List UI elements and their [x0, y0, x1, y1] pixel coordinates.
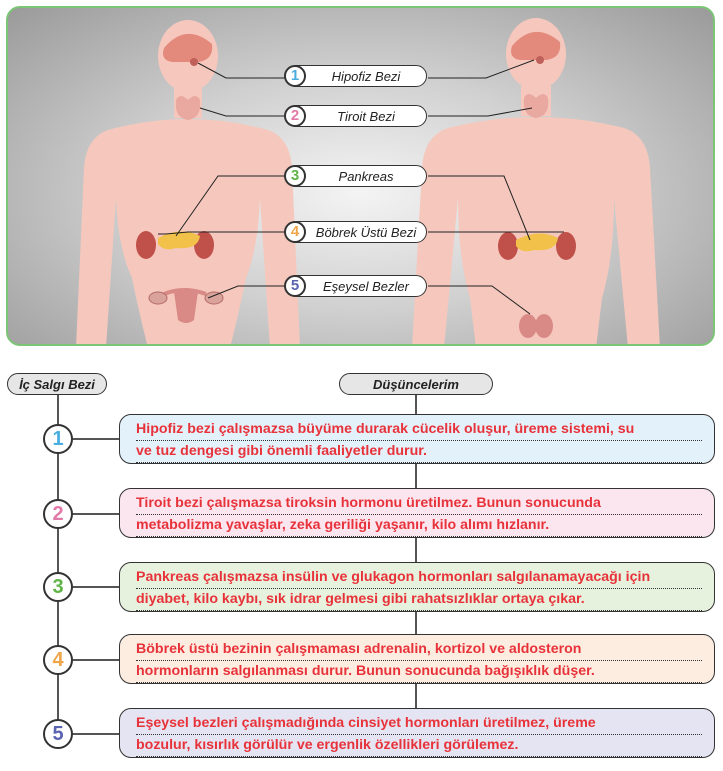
row-number-1: 1 — [43, 424, 73, 454]
header-thoughts: Düşüncelerim — [339, 373, 493, 395]
row-number-3: 3 — [43, 572, 73, 602]
thought-box-3: Pankreas çalışmazsa insülin ve glukagon … — [119, 562, 715, 612]
row-number-4: 4 — [43, 645, 73, 675]
row-number-2: 2 — [43, 499, 73, 529]
gland-name: Tiroit Bezi — [337, 108, 395, 124]
male-kidneys-pancreas — [498, 232, 576, 260]
pancreas-icon — [158, 231, 200, 250]
gland-number: 4 — [284, 220, 306, 243]
gland-label-5: 5 Eşeysel Bezler — [284, 274, 427, 297]
row-number-5: 5 — [43, 719, 73, 749]
testes-icon — [519, 314, 553, 338]
thought-line: ve tuz dengesi gibi önemli faaliyetler d… — [136, 441, 702, 463]
thought-box-5: Eşeysel bezleri çalışmadığında cinsiyet … — [119, 708, 715, 758]
gland-label-2: 2 Tiroit Bezi — [284, 104, 427, 127]
thought-line: hormonların salgılanması durur. Bunun so… — [136, 661, 702, 683]
gland-number: 3 — [284, 164, 306, 187]
gland-name: Eşeysel Bezler — [323, 278, 409, 294]
row-connector — [72, 513, 120, 515]
thought-line: diyabet, kilo kaybı, sık idrar gelmesi g… — [136, 589, 702, 611]
body-silhouettes — [76, 18, 660, 344]
thyroid-gland-icon — [523, 94, 549, 118]
thought-line: metabolizma yavaşlar, zeka geriliği yaşa… — [136, 515, 702, 537]
left-connector-line — [57, 395, 59, 743]
thought-box-2: Tiroit bezi çalışmazsa tiroksin hormonu … — [119, 488, 715, 538]
pituitary-gland-icon — [536, 56, 544, 64]
connector-line — [415, 612, 417, 634]
leader-lines — [158, 59, 564, 315]
gland-label-3: 3 Pankreas — [284, 164, 427, 187]
male-silhouette — [412, 18, 660, 344]
gland-name: Pankreas — [338, 168, 394, 184]
connector-line — [415, 538, 417, 562]
header-gland: İç Salgı Bezi — [7, 373, 107, 395]
ovaries-uterus-icon — [148, 288, 224, 323]
thought-line: Böbrek üstü bezinin çalışmaması adrenali… — [136, 639, 702, 661]
connector-line — [415, 684, 417, 708]
pituitary-gland-icon — [190, 58, 198, 66]
gland-label-1: 1 Hipofiz Bezi — [284, 64, 427, 87]
gland-number: 2 — [284, 104, 306, 127]
top-connector-line — [415, 395, 417, 414]
pancreas-icon — [516, 233, 558, 252]
thought-box-1: Hipofiz bezi çalışmazsa büyüme durarak c… — [119, 414, 715, 464]
gland-number: 5 — [284, 274, 306, 297]
gland-name: Böbrek Üstü Bezi — [315, 224, 417, 240]
thought-box-4: Böbrek üstü bezinin çalışmaması adrenali… — [119, 634, 715, 684]
thought-line: Eşeysel bezleri çalışmadığında cinsiyet … — [136, 713, 702, 735]
thought-line: Pankreas çalışmazsa insülin ve glukagon … — [136, 567, 702, 589]
brain-icon — [163, 33, 213, 62]
female-kidneys-pancreas — [136, 231, 214, 259]
row-connector — [72, 586, 120, 588]
thought-line: Tiroit bezi çalışmazsa tiroksin hormonu … — [136, 493, 702, 515]
gland-name: Hipofiz Bezi — [331, 68, 401, 84]
gland-label-4: 4 Böbrek Üstü Bezi — [284, 220, 427, 243]
row-connector — [72, 659, 120, 661]
gland-number: 1 — [284, 64, 306, 87]
row-connector — [72, 733, 120, 735]
thought-line: Hipofiz bezi çalışmazsa büyüme durarak c… — [136, 419, 702, 441]
row-connector — [72, 438, 120, 440]
brain-icon — [511, 31, 561, 60]
gland-illustration-panel: 1 Hipofiz Bezi 2 Tiroit Bezi 3 Pankreas … — [6, 6, 715, 346]
connector-line — [415, 464, 417, 488]
thought-line: bozulur, kısırlık görülür ve ergenlik öz… — [136, 735, 702, 757]
thyroid-gland-icon — [175, 96, 201, 120]
